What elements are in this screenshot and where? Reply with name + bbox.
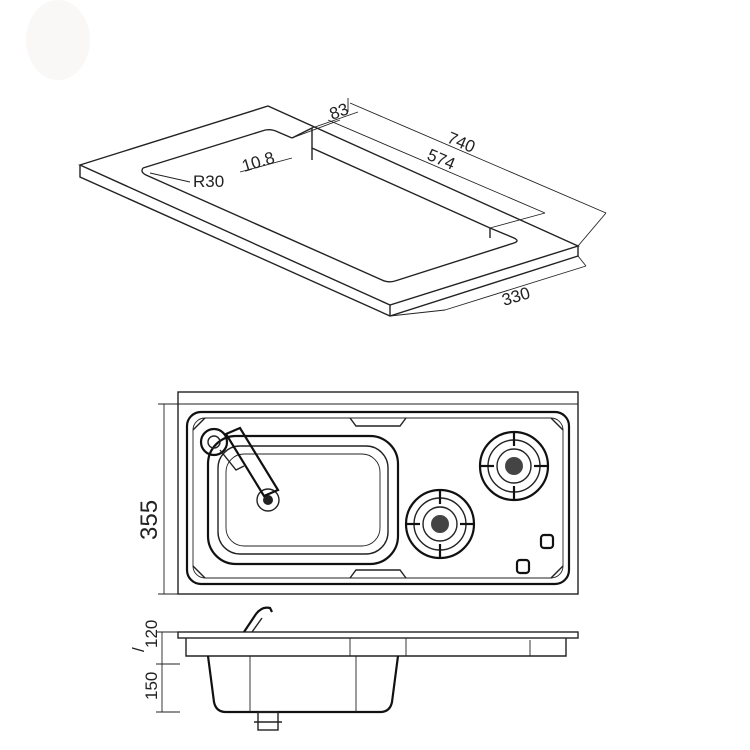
- drain-center-icon: [263, 495, 273, 505]
- side-view: 150 / 120: [129, 606, 579, 731]
- burner-large: [478, 430, 550, 502]
- dim-line-10-8: [239, 157, 293, 173]
- drain-icon: [256, 488, 280, 512]
- burner-small-inner-icon: [422, 506, 458, 542]
- dim-ext-330a: [389, 309, 446, 317]
- burner-small: [404, 488, 476, 560]
- corner-smudge: [26, 0, 90, 80]
- hinge-top: [349, 417, 407, 427]
- dim-label-83: 83: [327, 99, 351, 123]
- burner-small-core-icon: [431, 515, 449, 533]
- cutout-notch: [291, 126, 491, 229]
- dim-ext-740b: [577, 212, 607, 247]
- corner-br: [550, 565, 564, 579]
- corner-bl: [192, 565, 206, 579]
- dim-line-574: [327, 119, 546, 214]
- dim-label-150: 150: [142, 672, 161, 700]
- sink-basin-inner: [217, 445, 389, 555]
- faucet-base-icon: [199, 427, 229, 457]
- cutout-isometric-view: 740 574 83 R30 10.8 330: [78, 98, 607, 317]
- knob-1-icon: [539, 533, 555, 550]
- burner-large-core-icon: [505, 457, 523, 475]
- side-lip: [185, 638, 567, 657]
- dim-label-slash: /: [129, 647, 148, 652]
- unit-body-inner: [192, 417, 564, 579]
- dim-line-83b: [311, 111, 359, 129]
- knob-2-icon: [515, 558, 531, 575]
- cutout-inner-left-bottom: [141, 167, 396, 283]
- side-faucet-inner-icon: [251, 617, 263, 633]
- side-flange: [177, 631, 579, 639]
- unit-body: [185, 410, 571, 586]
- cutout-inner-top-left: [142, 129, 293, 169]
- sink-basin-outer: [206, 434, 400, 566]
- hinge-bottom: [349, 569, 407, 579]
- dim-label-10-8: 10.8: [240, 148, 277, 176]
- dim-label-r30: R30: [193, 172, 224, 191]
- dim-label-574: 574: [424, 145, 458, 174]
- faucet-pivot-icon: [207, 435, 221, 449]
- side-drain-pipe: [257, 711, 279, 731]
- side-bowl: [206, 655, 400, 714]
- countertop-top-face: [78, 105, 580, 306]
- dim-label-330: 330: [500, 283, 533, 309]
- dim-ext-330b: [577, 255, 587, 267]
- burner-large-inner-icon: [496, 448, 532, 484]
- sink-hob-top-view: 355: [136, 391, 579, 595]
- sink-basin-floor: [225, 453, 381, 547]
- corner-tr: [550, 417, 564, 431]
- dim-line-83a: [291, 119, 341, 139]
- dim-ext-574: [489, 212, 546, 229]
- dim-line-330: [444, 265, 587, 311]
- faucet-lever-icon: [219, 449, 245, 471]
- leader-r30: [149, 172, 191, 183]
- side-faucet-icon: [243, 606, 273, 633]
- dim-label-120: 120: [142, 620, 161, 648]
- cutout-inner-right: [394, 227, 518, 282]
- dim-line-740: [349, 102, 607, 214]
- corner-tl: [192, 417, 206, 431]
- dim-label-355: 355: [136, 500, 163, 540]
- unit-outer-frame: [177, 391, 579, 595]
- faucet-spout-icon: [224, 426, 280, 498]
